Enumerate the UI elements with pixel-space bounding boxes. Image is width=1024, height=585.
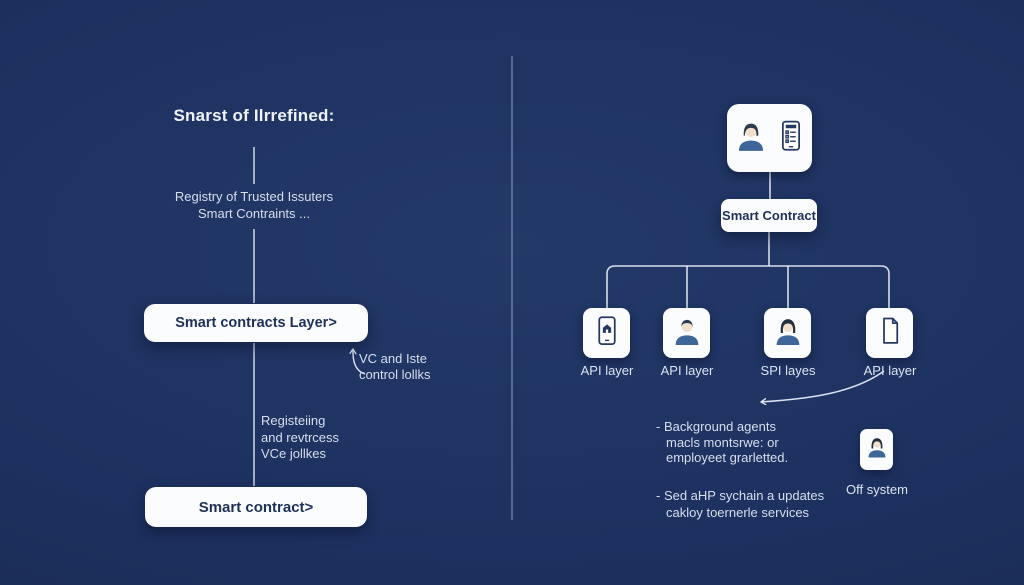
node-label: API layer [580, 363, 634, 378]
node-tile-api-4 [866, 308, 913, 358]
smart-contract-left-label: Smart contract> [198, 498, 314, 516]
register-note: Registeiing and revtrcess VCe jollkes [261, 413, 381, 463]
smart-contract-right-label: Smart Contract [722, 208, 816, 223]
person-icon [734, 118, 768, 159]
bullet1-line-1: - Background agents [656, 419, 776, 434]
smart-contract-box-left: Smart contract> [145, 487, 367, 527]
actor-tile [727, 104, 812, 172]
node-tile-spi [764, 308, 811, 358]
vc-note-line-2: control lollks [359, 367, 431, 382]
notes-bullet-1: - Background agents macls montsrwe: or e… [656, 419, 836, 466]
registry-text: Registry of Trusted Issuters Smart Contr… [129, 188, 379, 222]
off-system-label: Off system [846, 482, 908, 497]
vc-note-arrow [353, 349, 366, 375]
bullet2-line-2: cakloy toernerle services [666, 505, 810, 520]
smart-contracts-layer-box: Smart contracts Layer> [144, 304, 368, 342]
off-system-tile [860, 429, 893, 470]
person-icon [671, 313, 703, 354]
vc-note-line-1: VC and Iste [359, 351, 427, 366]
notes-bullet-2: - Sed aHP sychain a updates cakloy toern… [656, 487, 856, 521]
register-note-line-3: VCe jollkes [261, 446, 327, 461]
person-female-icon [772, 313, 804, 354]
right-tree-connectors [606, 172, 890, 308]
person-female-icon [865, 433, 889, 466]
bullet1-line-3: employeet grarletted. [666, 450, 789, 465]
register-note-line-1: Registeiing [261, 413, 326, 428]
bullet2-line-1: - Sed aHP sychain a updates [656, 488, 825, 503]
bullet1-line-2: macls montsrwe: or [666, 434, 779, 450]
vc-note: VC and Iste control lollks [359, 351, 479, 383]
node-tile-api-1 [583, 308, 630, 358]
document-icon [875, 314, 905, 353]
registry-line-2: Smart Contraints ... [198, 206, 310, 221]
node-label: SPI layes [760, 363, 816, 378]
smart-contracts-layer-label: Smart contracts Layer> [175, 315, 337, 331]
smart-contract-box-right: Smart Contract [721, 199, 817, 232]
tablet-home-icon [592, 314, 622, 353]
register-note-line-2: and revtrcess [261, 429, 340, 445]
api-to-notes-arrow [761, 370, 885, 402]
registry-line-1: Registry of Trusted Issuters [174, 189, 334, 204]
node-label: API layer [660, 363, 714, 378]
node-label: API layer [863, 363, 917, 378]
phone-checklist-icon [776, 118, 806, 159]
left-title: Snarst of Ilrrefined: [173, 106, 335, 125]
node-tile-api-2 [663, 308, 710, 358]
